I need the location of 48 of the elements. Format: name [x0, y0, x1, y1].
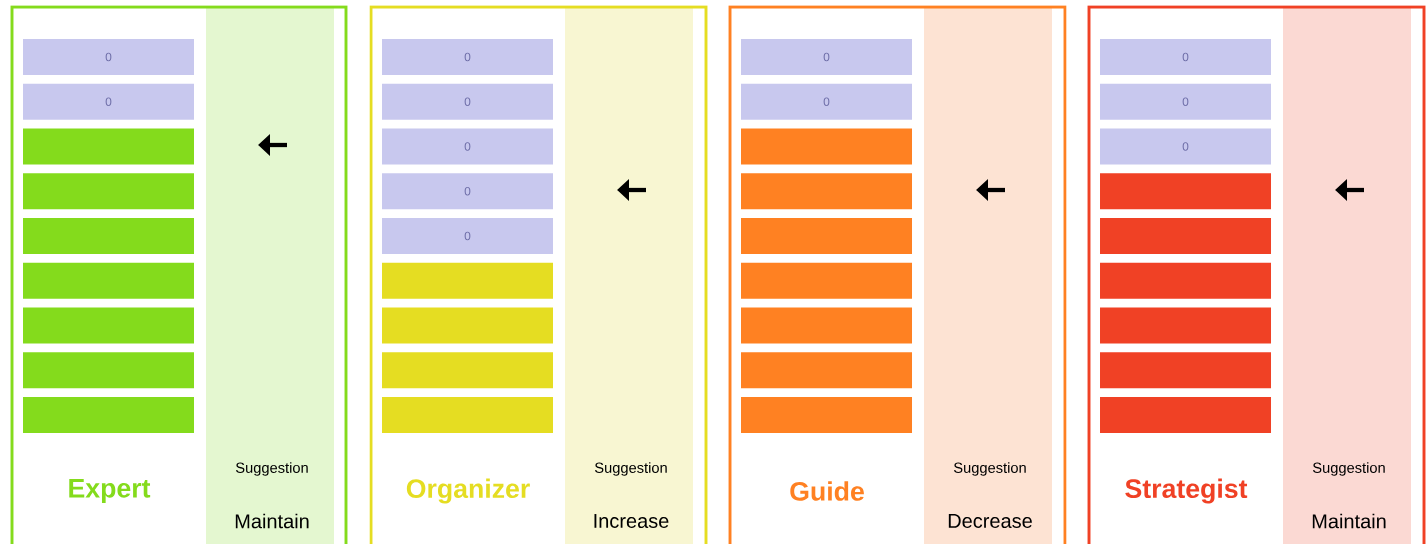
- level-bar: [1100, 262, 1271, 299]
- column-heading: Suggestion: [595, 462, 667, 476]
- level-bar: [23, 173, 194, 210]
- level-bar: 0: [382, 128, 553, 165]
- column-heading: Suggestion: [954, 462, 1026, 476]
- column-heading: Suggestion: [1313, 462, 1385, 476]
- level-bar: [382, 352, 553, 389]
- level-bar: [1100, 397, 1271, 433]
- level-bar: [741, 128, 912, 165]
- level-bar: 0: [741, 39, 912, 75]
- suggestion-value: Increase: [594, 514, 669, 528]
- level-bar: 0: [382, 173, 553, 210]
- level-bar: [382, 397, 553, 433]
- level-bar: 0: [382, 83, 553, 120]
- level-bar: [23, 218, 194, 254]
- level-bar: [382, 307, 553, 344]
- level-bar: [23, 128, 194, 165]
- level-bar: 0: [1100, 39, 1271, 75]
- level-bar: [1100, 218, 1271, 254]
- level-bar: [741, 262, 912, 299]
- level-bar: [741, 307, 912, 344]
- column-heading: Suggestion: [236, 462, 308, 476]
- level-bar: [741, 352, 912, 389]
- level-bar: [23, 307, 194, 344]
- level-bar: 0: [23, 83, 194, 120]
- level-bar: [1100, 352, 1271, 389]
- level-bar: [382, 262, 553, 299]
- panel-title: Expert: [69, 479, 151, 503]
- level-bar: [741, 173, 912, 210]
- suggestion-value: Decrease: [948, 514, 1032, 528]
- panel-title: Guide: [790, 481, 864, 501]
- level-bar: [1100, 173, 1271, 210]
- level-bar: [23, 397, 194, 433]
- level-bar: 0: [23, 39, 194, 75]
- level-bar: 0: [741, 83, 912, 120]
- level-bar: 0: [1100, 83, 1271, 120]
- level-bar: 0: [382, 39, 553, 75]
- level-bar: [23, 352, 194, 389]
- panel-title: Organizer: [406, 478, 530, 504]
- level-bar: 0: [1100, 128, 1271, 165]
- level-bar: [741, 218, 912, 254]
- level-bar: [741, 397, 912, 433]
- level-bar: [1100, 307, 1271, 344]
- level-bar: 0: [382, 218, 553, 254]
- panel-title: Strategist: [1125, 478, 1248, 504]
- level-bar: [23, 262, 194, 299]
- suggestion-value: Maintain: [1312, 513, 1386, 529]
- suggestion-value: Maintain: [235, 513, 309, 529]
